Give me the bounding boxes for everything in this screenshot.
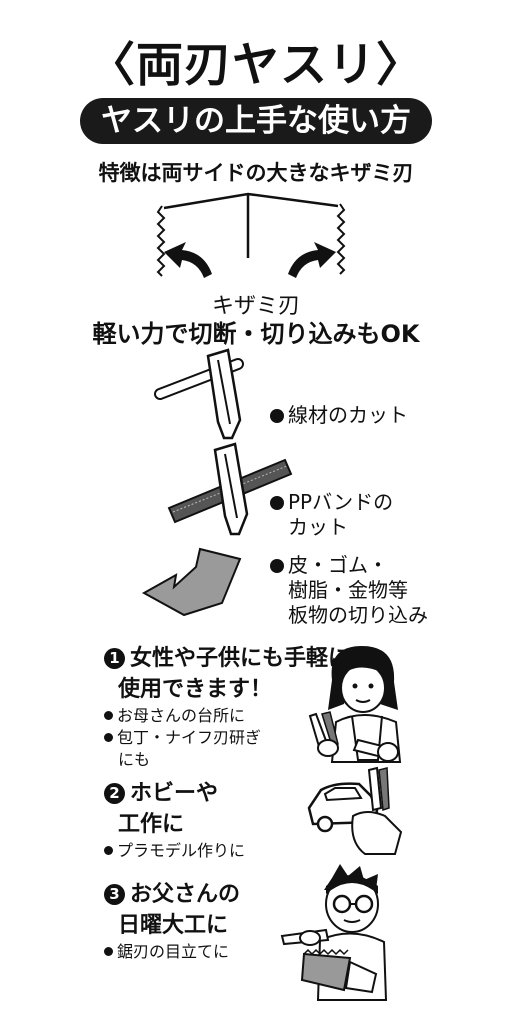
light-force-text: 軽い力で切断・切り込みもOK — [92, 320, 420, 348]
father-illustration — [280, 864, 388, 1001]
wire-cut-illustration — [154, 348, 244, 440]
page-title: 〈両刃ヤスリ〉 — [88, 38, 424, 93]
sheet-material-illustration — [141, 547, 242, 617]
use-pp-band: PPバンドの カット — [270, 490, 393, 540]
right-arrow-icon — [288, 242, 336, 278]
use-wire: 線材のカット — [270, 403, 408, 428]
pp-band-illustration — [167, 442, 293, 536]
number-badge: 2 — [104, 783, 125, 804]
feature-text: 特徴は両サイドの大きなキザミ刃 — [98, 161, 414, 185]
bullet-icon — [104, 846, 113, 855]
number-badge: 1 — [104, 648, 125, 669]
bullet-icon — [270, 559, 284, 573]
bullet-icon — [270, 496, 284, 510]
file-blade-diagram — [156, 192, 346, 278]
bullet-icon — [104, 733, 113, 742]
woman-illustration — [308, 646, 402, 763]
diagram-label: キザミ刃 — [211, 294, 300, 319]
use-sheet: 皮・ゴム・ 樹脂・金物等 板物の切り込み — [270, 553, 428, 628]
number-badge: 3 — [104, 884, 125, 905]
model-car-illustration — [307, 766, 403, 855]
bullet-icon — [104, 947, 113, 956]
bullet-icon — [104, 711, 113, 720]
bullet-icon — [270, 409, 284, 423]
subtitle-banner: ヤスリの上手な使い方 — [80, 98, 432, 144]
left-arrow-icon — [164, 242, 212, 278]
